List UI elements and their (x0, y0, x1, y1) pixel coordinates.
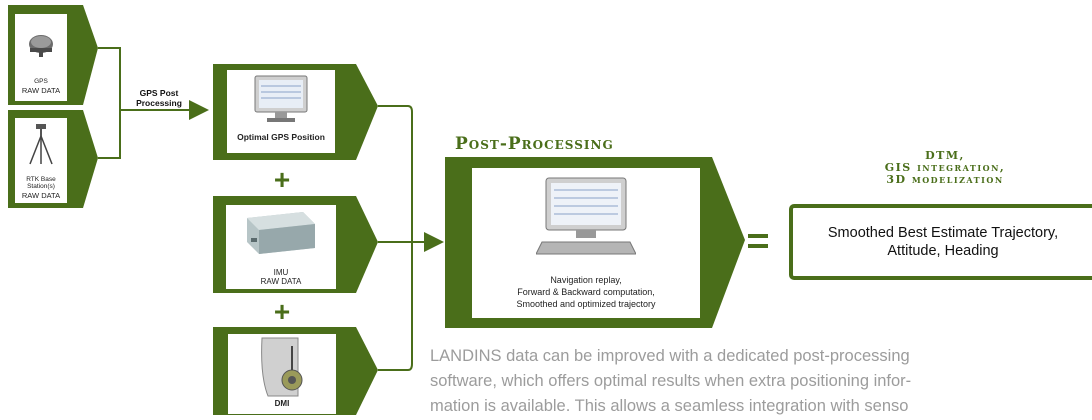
output-line2: Attitude, Heading (887, 243, 999, 259)
post-processing-title: Post-Processing (455, 134, 614, 154)
output-heading-line3: 3D modelization (886, 173, 1004, 186)
rtk-label-line2: Station(s) (27, 183, 55, 190)
post-processing-line3: Smoothed and optimized trajectory (516, 299, 656, 309)
dmi-label: DMI (274, 399, 290, 408)
imu-raw-data-card: IMU RAW DATA (226, 205, 336, 289)
imu-raw-data-label: RAW DATA (260, 277, 302, 286)
post-processing-line1: Navigation replay, (550, 275, 622, 285)
optimal-gps-position-card: Optimal GPS Position (227, 70, 335, 153)
gps-post-processing-line1: GPS Post (139, 88, 179, 98)
description-line2: software, which offers optimal results w… (430, 372, 912, 390)
post-processing-line2: Forward & Backward computation, (517, 287, 655, 297)
input-bracket-connector (98, 47, 205, 159)
gps-post-processing-label: GPS Post Processing (128, 88, 190, 108)
gps-label: GPS (34, 78, 48, 85)
wheel-sensor-icon (261, 337, 303, 397)
gps-post-processing-line2: Processing (136, 98, 182, 108)
imu-label: IMU (273, 268, 289, 277)
rtk-base-station-card: RTK Base Station(s) RAW DATA (15, 118, 67, 203)
output-heading-line2: GIS integration, (884, 161, 1006, 174)
output-result-text: Smoothed Best Estimate Trajectory, Attit… (800, 224, 1086, 260)
optimal-gps-position-label: Optimal GPS Position (237, 132, 325, 142)
description-line3: mation is available. This allows a seaml… (430, 397, 909, 415)
plus-sign-1: + (273, 164, 291, 195)
sensor-bracket-connector (378, 105, 440, 371)
gps-raw-data-label: RAW DATA (21, 86, 61, 95)
tripod-icon (29, 124, 53, 165)
rtk-raw-data-label: RAW DATA (21, 191, 61, 200)
gps-antenna-icon (29, 35, 53, 57)
monitor-icon (254, 75, 308, 122)
output-heading: DTM, GIS integration, 3D modelization (840, 150, 1050, 186)
workstation-icon (536, 177, 636, 255)
equals-bar-top (748, 234, 768, 238)
imu-device-icon (247, 212, 315, 254)
post-processing-card: Navigation replay, Forward & Backward co… (472, 168, 700, 318)
rtk-label-line1: RTK Base (26, 176, 56, 183)
output-heading-line1: DTM, (925, 149, 965, 162)
equals-bar-bottom (748, 244, 768, 248)
description-line1: LANDINS data can be improved with a dedi… (430, 347, 910, 365)
dmi-card: DMI (228, 334, 336, 414)
output-box-shape (789, 204, 1092, 280)
output-line1: Smoothed Best Estimate Trajectory, (827, 225, 1059, 241)
plus-sign-2: + (273, 296, 291, 327)
gps-raw-data-card: GPS RAW DATA (15, 14, 67, 101)
